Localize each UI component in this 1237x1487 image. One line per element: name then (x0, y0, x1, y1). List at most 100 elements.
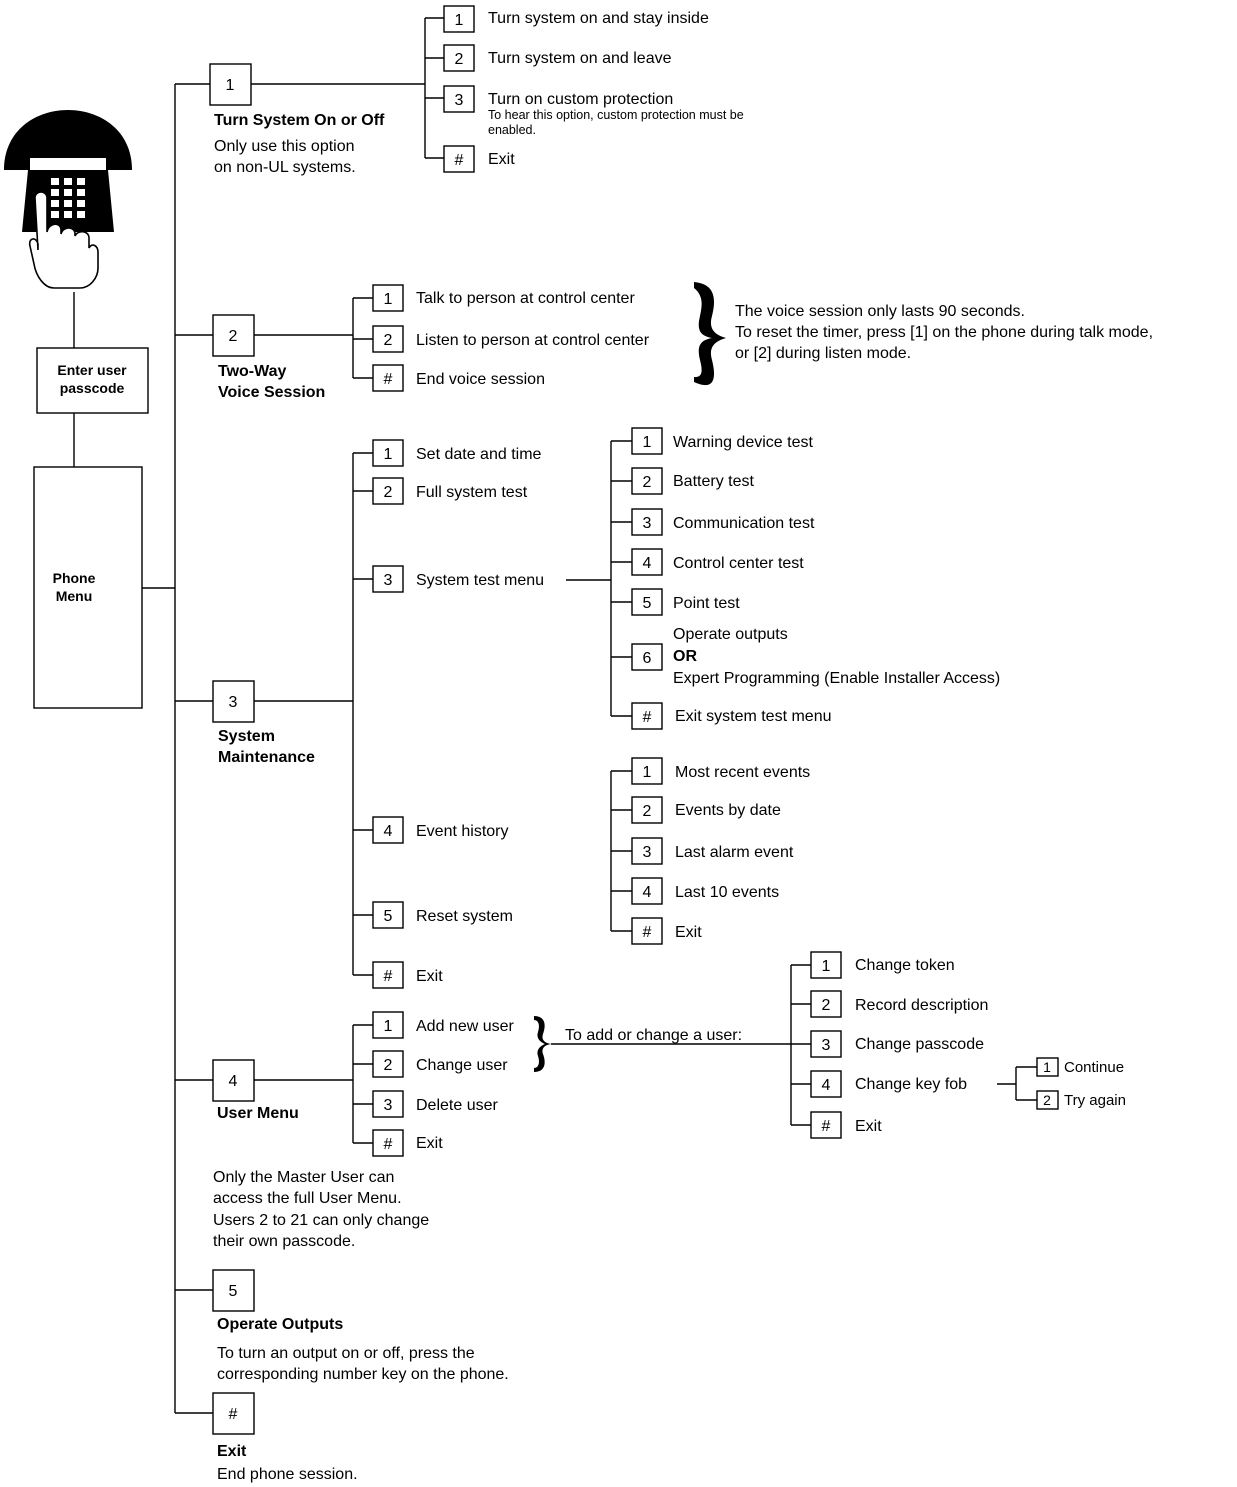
add-change-item-3-key: 3 (822, 1037, 831, 1054)
event-history-item-1-key: 1 (643, 764, 652, 781)
test-menu-item-exit-key: # (643, 709, 652, 726)
option-2-title-line1: Two-Way (218, 363, 287, 380)
option-3-sub-2-key: 2 (384, 484, 393, 501)
phone-menu-box (33, 466, 143, 709)
option-1-sub-1: 1 Turn system on and stay inside (443, 5, 709, 33)
event-history-item-2: 2 Events by date (631, 796, 781, 824)
option-2-sub-2-key: 2 (384, 332, 393, 349)
user-menu-item-exit: # Exit (372, 1129, 443, 1157)
user-menu-item-exit-label: Exit (416, 1135, 443, 1152)
add-change-item-exit-label: Exit (855, 1118, 882, 1135)
option-3-title-line1: System (218, 728, 275, 745)
option-3-sub-2: 2 Full system test (372, 477, 528, 505)
add-change-item-exit: # Exit (810, 1111, 882, 1139)
option-1-sub-1-key: 1 (455, 12, 464, 29)
test-menu-item-3-label: Communication test (673, 515, 815, 532)
test-menu-item-1-label: Warning device test (673, 434, 813, 451)
event-history-item-2-key: 2 (643, 803, 652, 820)
option-2-sub-1-label: Talk to person at control center (416, 290, 635, 307)
key-fob-item-2-label: Try again (1064, 1092, 1126, 1109)
option-5-key: 5 (229, 1283, 238, 1300)
option-3-sub-1: 1 Set date and time (372, 439, 542, 467)
user-menu-item-1: 1 Add new user (372, 1011, 515, 1039)
add-change-user-brace (534, 1016, 551, 1072)
voice-note-line2: To reset the timer, press [1] on the pho… (735, 324, 1153, 341)
add-change-item-1-label: Change token (855, 957, 955, 974)
test-menu-item-4-key: 4 (643, 555, 652, 572)
key-fob-item-2: 2 Try again (1036, 1090, 1126, 1110)
test-menu-item-3-key: 3 (643, 515, 652, 532)
test-menu-item-6-label: Operate outputs (673, 626, 788, 643)
enter-passcode-box (36, 347, 149, 414)
test-menu-item-6-or: OR (673, 648, 697, 665)
user-menu-item-3-label: Delete user (416, 1097, 498, 1114)
voice-session-brace (694, 282, 726, 386)
add-change-item-3-label: Change passcode (855, 1036, 984, 1053)
option-1-note-line1: Only use this option (214, 138, 355, 155)
option-3-sub-1-label: Set date and time (416, 446, 542, 463)
event-history-item-exit: # Exit (631, 917, 702, 945)
option-3-sub-exit-label: Exit (416, 968, 443, 985)
enter-passcode-line1: Enter user (57, 362, 127, 378)
add-change-item-1: 1 Change token (810, 951, 955, 979)
option-2-sub-2-label: Listen to person at control center (416, 332, 650, 349)
option-2-title-line2: Voice Session (218, 384, 325, 401)
option-3-sub-4-label: Event history (416, 823, 508, 840)
option-2-key: 2 (229, 328, 238, 345)
event-history-item-2-label: Events by date (675, 802, 781, 819)
option-exit-key: # (229, 1406, 238, 1423)
test-menu-item-5-label: Point test (673, 595, 740, 612)
user-menu-note-line4: their own passcode. (213, 1233, 355, 1250)
option-1-key: 1 (226, 77, 235, 94)
option-1-sub-3-note-line1: To hear this option, custom protection m… (488, 108, 744, 122)
add-change-item-3: 3 Change passcode (810, 1030, 984, 1058)
telephone-icon (4, 110, 132, 289)
option-1-sub-exit-key: # (455, 152, 464, 169)
option-1-note-line2: on non-UL systems. (214, 159, 356, 176)
option-1-sub-exit: # Exit (443, 145, 515, 173)
add-change-connector-label: To add or change a user: (565, 1027, 742, 1044)
option-3-sub-1-key: 1 (384, 446, 393, 463)
user-menu-note-line1: Only the Master User can (213, 1169, 394, 1186)
test-menu-item-exit-label: Exit system test menu (675, 708, 832, 725)
option-1-sub-2: 2 Turn system on and leave (443, 44, 672, 72)
option-1-sub-exit-label: Exit (488, 151, 515, 168)
key-fob-item-1: 1 Continue (1036, 1057, 1124, 1077)
option-1-sub-3-key: 3 (455, 92, 464, 109)
option-2-sub-exit: # End voice session (372, 364, 545, 392)
add-change-item-4: 4 Change key fob (810, 1070, 967, 1098)
option-5-note-line2: corresponding number key on the phone. (217, 1366, 509, 1383)
option-1-sub-3-label: Turn on custom protection (488, 91, 673, 108)
add-change-item-4-label: Change key fob (855, 1076, 967, 1093)
option-3-sub-5-key: 5 (384, 908, 393, 925)
add-change-item-1-key: 1 (822, 958, 831, 975)
option-3-sub-exit: # Exit (372, 961, 443, 989)
option-exit-key-box (212, 1392, 255, 1435)
test-menu-item-1-key: 1 (643, 434, 652, 451)
add-change-item-2-key: 2 (822, 997, 831, 1014)
user-menu-item-2-key: 2 (384, 1057, 393, 1074)
test-menu-item-4-label: Control center test (673, 555, 804, 572)
phone-menu-line2: Menu (56, 588, 93, 604)
option-3-sub-4: 4 Event history (372, 816, 508, 844)
voice-note-line3: or [2] during listen mode. (735, 345, 911, 362)
option-2-sub-2: 2 Listen to person at control center (372, 325, 650, 353)
event-history-item-3: 3 Last alarm event (631, 837, 794, 865)
option-3-sub-exit-key: # (384, 968, 393, 985)
add-change-item-exit-key: # (822, 1118, 831, 1135)
option-3-sub-2-label: Full system test (416, 484, 528, 501)
option-4-title: User Menu (217, 1105, 299, 1122)
user-menu-item-1-label: Add new user (416, 1018, 515, 1035)
event-history-item-exit-key: # (643, 924, 652, 941)
add-change-item-4-key: 4 (822, 1077, 831, 1094)
option-3-sub-3: 3 System test menu (372, 565, 544, 593)
test-menu-item-4: 4 Control center test (631, 548, 804, 576)
test-menu-item-5: 5 Point test (631, 588, 740, 616)
voice-note-line1: The voice session only lasts 90 seconds. (735, 303, 1025, 320)
event-history-item-4-key: 4 (643, 884, 652, 901)
option-5-title: Operate Outputs (217, 1316, 343, 1333)
user-menu-item-3-key: 3 (384, 1097, 393, 1114)
option-1-key-box (209, 63, 252, 106)
